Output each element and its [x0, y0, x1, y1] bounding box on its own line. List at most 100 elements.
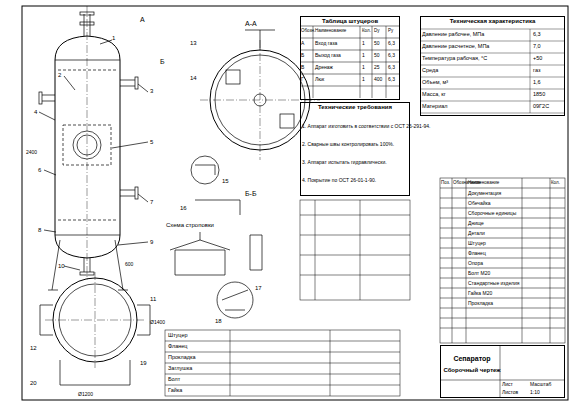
table-cell: Прокладка	[468, 301, 493, 306]
dimension: 2400	[26, 150, 37, 155]
table-heading: Технические требования	[301, 103, 409, 112]
table-cell: Б	[301, 53, 304, 58]
table-cell: Обечайка	[468, 201, 491, 206]
table-cell: Температура рабочая, °C	[422, 56, 487, 62]
table-cell: Кол.	[362, 29, 371, 34]
table-cell: Дренаж	[315, 65, 333, 70]
table-cell: Кол.	[551, 181, 560, 186]
callout-number: 5	[150, 139, 153, 145]
table-cell: Люк	[315, 77, 324, 82]
callout-number: 7	[150, 199, 153, 205]
table-cell: 50	[374, 53, 380, 58]
note-text: 3. Аппарат испытать гидравлически.	[302, 160, 387, 165]
table-cell: Штуцер	[468, 241, 486, 246]
callout-number: 14	[190, 75, 197, 81]
table-cell: Болт М20	[468, 271, 490, 276]
callout-number: 9	[150, 239, 153, 245]
table-cell: Dy	[374, 29, 380, 34]
table-cell: Прокладка	[168, 355, 196, 361]
title-field: Лист	[502, 382, 513, 387]
title-field: 1:10	[530, 390, 540, 395]
table-cell: 6,3	[388, 41, 395, 46]
table-cell: Наименование	[468, 181, 499, 186]
table-cell: Штуцер	[168, 333, 188, 339]
table-cell: Заглушка	[168, 366, 192, 372]
table-cell: Документация	[468, 191, 501, 196]
table-subheading: Сборочный чертеж	[441, 366, 503, 375]
table-cell: 1	[362, 53, 365, 58]
table-cell: 1,6	[533, 80, 541, 86]
title-field: Масштаб	[530, 382, 551, 387]
table-cell: 6,3	[388, 77, 395, 82]
table-cell: Вход газа	[315, 41, 337, 46]
table-cell: Гайка М20	[468, 291, 492, 296]
table-cell: Сборочные единицы	[468, 211, 516, 216]
callout-number: 2	[58, 72, 61, 78]
table-cell: 09Г2С	[533, 104, 549, 110]
callout-number: 13	[190, 40, 197, 46]
dimension: 600	[125, 262, 133, 267]
callout-number: 8	[38, 227, 41, 233]
table-cell: Опора	[468, 261, 483, 266]
callout-number: 12	[30, 345, 37, 351]
table-cell: 1	[362, 65, 365, 70]
table-cell: Материал	[422, 104, 448, 110]
callout-number: 1	[112, 35, 115, 41]
table-cell: Стандартные изделия	[468, 281, 520, 286]
table-cell: Г	[301, 77, 304, 82]
table-cell: 50	[374, 41, 380, 46]
callout-number: 19	[140, 360, 147, 366]
table-cell: В	[301, 65, 304, 70]
table-heading: Сепаратор	[441, 354, 503, 364]
table-cell: +50	[533, 56, 542, 62]
table-cell: 1850	[533, 92, 545, 98]
table-cell: 1	[362, 77, 365, 82]
table-cell: Поз.	[441, 181, 450, 186]
table-cell: Днище	[468, 221, 484, 226]
view-label: А-А	[245, 20, 257, 27]
callout-number: 4	[34, 109, 37, 115]
callout-number: 16	[180, 205, 187, 211]
table-cell: 6,3	[388, 65, 395, 70]
table-cell: А	[301, 41, 304, 46]
note-text: 2. Сварные швы контролировать 100%.	[302, 142, 394, 147]
view-label: А	[140, 16, 145, 23]
dimension: Ø1400	[150, 320, 165, 325]
title-field: Листов	[502, 390, 518, 395]
table-cell: Выход газа	[315, 53, 341, 58]
callout-number: 17	[255, 285, 262, 291]
table-cell: Фланец	[468, 251, 486, 256]
note-text: 1. Аппарат изготовить в соответствии с О…	[302, 124, 431, 129]
table-cell: 1	[362, 41, 365, 46]
callout-number: 11	[150, 296, 156, 302]
callout-number: 10	[58, 263, 65, 269]
table-cell: Наименование	[315, 29, 346, 34]
table-cell: Болт	[168, 377, 180, 383]
table-cell: газ	[533, 68, 540, 74]
view-title: Схема строповки	[166, 222, 214, 228]
table-heading: Таблица штуцеров	[301, 17, 399, 26]
table-cell: 400	[374, 77, 382, 82]
table-cell: Фланец	[168, 344, 188, 350]
note-text: 4. Покрытие по ОСТ 26-01-1-90.	[302, 178, 376, 183]
table-cell: Детали	[468, 231, 485, 236]
table-cell: Среда	[422, 68, 438, 74]
callout-number: 6	[38, 167, 41, 173]
callout-number: 18	[215, 318, 222, 324]
callout-number: 15	[222, 178, 229, 184]
table-cell: 6,3	[388, 53, 395, 58]
table-cell: Давление рабочее, МПа	[422, 32, 484, 38]
table-cell: Масса, кг	[422, 92, 446, 98]
table-cell: Объем, м³	[422, 80, 448, 86]
callout-number: 3	[150, 88, 153, 94]
table-cell: Py	[388, 29, 393, 34]
table-cell: Давление расчетное, МПа	[422, 44, 489, 50]
view-label: Б	[160, 58, 165, 65]
table-cell: Гайка	[168, 388, 182, 394]
view-label: Б-Б	[245, 190, 257, 197]
table-cell: 7,0	[533, 44, 541, 50]
table-cell: 6,3	[533, 32, 541, 38]
table-cell: Обозн.	[301, 29, 315, 34]
table-cell: 25	[374, 65, 380, 70]
